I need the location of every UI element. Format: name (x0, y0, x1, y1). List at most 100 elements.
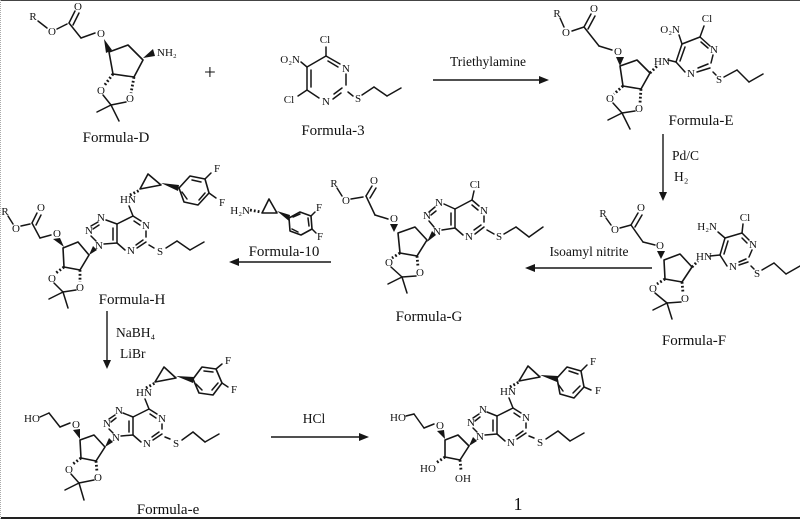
atom-N: N (433, 226, 441, 238)
atom-O: O (590, 3, 598, 15)
formula-e-upper-structure: R O O O HN O₂N Cl N N S O O (553, 3, 764, 130)
arrowhead-right (359, 433, 369, 441)
atom-Cl: Cl (320, 34, 330, 46)
atom-N: N (97, 212, 105, 224)
atom-N: N (435, 197, 443, 209)
atom-F: F (231, 384, 237, 396)
reagent-pdc: Pd/C (672, 148, 699, 163)
compound-1-structure: HO O HO OH N N N HN N N S F F (390, 356, 601, 485)
atom-O: O (385, 257, 393, 269)
atom-F: F (316, 202, 322, 214)
formula-f-skeleton (605, 212, 800, 320)
atom-O: O (606, 93, 614, 105)
arrowhead-down (103, 360, 111, 369)
reagent-hcl: HCl (303, 411, 326, 426)
arrowhead-down (659, 192, 667, 201)
formula-3-label: Formula-3 (301, 123, 365, 139)
atom-N: N (85, 225, 93, 237)
atom-F: F (317, 231, 323, 243)
atom-O: O (342, 195, 350, 207)
atom-N: N (467, 417, 475, 429)
atom-O: O (97, 28, 105, 40)
arrowhead-left (229, 258, 239, 266)
atom-O: O (436, 420, 444, 432)
atom-O: O (76, 282, 84, 294)
reagent-h2: H₂ (674, 169, 688, 184)
arrowhead-left (525, 264, 535, 272)
atom-O: O (656, 240, 664, 252)
atom-N: N (158, 413, 166, 425)
atom-HN: HN (120, 194, 136, 206)
compound-1-skeleton (405, 364, 592, 471)
atom-N: N (127, 245, 135, 257)
atom-Cl: Cl (740, 212, 750, 224)
atom-Cl: Cl (702, 13, 712, 25)
formula-e-skeleton (559, 13, 764, 130)
atom-O: O (649, 283, 657, 295)
formula-e-lower-structure: HO O N N N HN N N S F F O O (24, 355, 237, 501)
atom-HN: HN (136, 387, 152, 399)
formula-10-structure: H₂N F F (229, 198, 331, 266)
formula-3-skeleton (297, 46, 402, 100)
atom-N: N (687, 68, 695, 80)
atom-R: R (330, 178, 338, 190)
arrow-isoamyl-nitrite: Isoamyl nitrite (525, 244, 652, 272)
atom-OH: OH (455, 473, 471, 485)
atom-HN: HN (696, 251, 712, 263)
atom-HN: HN (500, 386, 516, 398)
atom-R: R (1, 206, 9, 218)
atom-O: O (611, 224, 619, 236)
formula-3-structure: Cl O₂N N N Cl S (280, 34, 402, 108)
reagent-isoamyl-nitrite: Isoamyl nitrite (549, 244, 628, 259)
atom-N: N (729, 261, 737, 273)
atom-O: O (53, 228, 61, 240)
atom-O: O (614, 46, 622, 58)
atom-N: N (710, 44, 718, 56)
atom-O: O (97, 85, 105, 97)
atom-O: O (390, 213, 398, 225)
atom-O2N: O₂N (660, 24, 680, 36)
atom-O: O (37, 202, 45, 214)
atom-Cl: Cl (284, 94, 294, 106)
atom-N: N (480, 205, 488, 217)
formula-d-label: Formula-D (82, 130, 150, 146)
atom-R: R (29, 11, 37, 23)
arrow-nabh4-libr: NaBH₄ LiBr (103, 311, 155, 369)
atom-O: O (48, 273, 56, 285)
atom-Cl: Cl (470, 179, 480, 191)
atom-N: N (142, 220, 150, 232)
atom-N: N (322, 96, 330, 108)
atom-O: O (94, 472, 102, 484)
figure-bottom-border (1, 517, 800, 519)
atom-R: R (599, 208, 607, 220)
atom-HN: HN (654, 56, 670, 68)
atom-O: O (74, 1, 82, 13)
atom-O2N: O₂N (280, 54, 300, 66)
atom-F: F (225, 355, 231, 367)
atom-S: S (537, 437, 543, 449)
atom-S: S (173, 438, 179, 450)
atom-S: S (716, 74, 722, 86)
atom-O: O (635, 103, 643, 115)
atom-F: F (219, 197, 225, 209)
atom-F: F (214, 163, 220, 175)
atom-O: O (12, 223, 20, 235)
atom-O: O (562, 27, 570, 39)
atom-O: O (637, 202, 645, 214)
formula-d-skeleton (37, 10, 155, 122)
atom-N: N (465, 231, 473, 243)
formula-10-label: Formula-10 (248, 244, 320, 260)
atom-O: O (370, 175, 378, 187)
atom-HO: HO (390, 412, 406, 424)
atom-HO: HO (24, 413, 40, 425)
atom-O: O (65, 464, 73, 476)
formula-f-label: Formula-F (661, 333, 727, 349)
formula-g-label: Formula-G (395, 309, 463, 325)
compound-1-label: 1 (513, 494, 523, 514)
atom-O: O (126, 93, 134, 105)
plus-sign: + (204, 60, 216, 84)
atom-N: N (143, 438, 151, 450)
arrowhead-right (539, 76, 549, 84)
reagent-triethylamine: Triethylamine (450, 54, 526, 69)
